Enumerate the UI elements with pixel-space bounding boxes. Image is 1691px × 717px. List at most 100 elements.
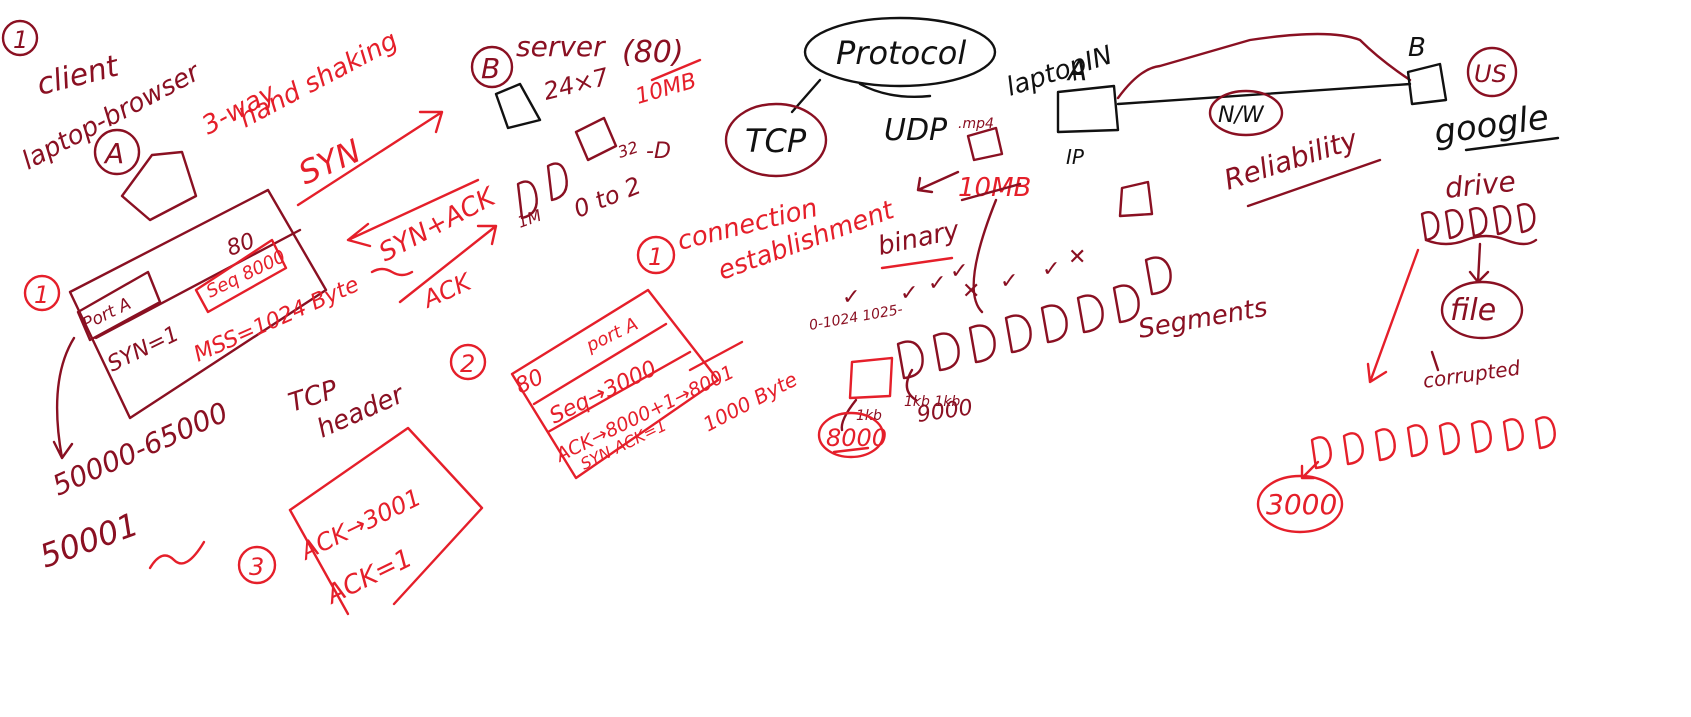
corrupted-label: corrupted: [1421, 356, 1522, 393]
ack-label: ACK: [417, 267, 477, 314]
seq8000-pointer: [840, 398, 858, 432]
binary-underline: [880, 256, 954, 270]
drive-block-5: [1516, 203, 1536, 234]
protocol-to-udp-line: [858, 82, 932, 98]
step2-marker: 2: [460, 350, 475, 378]
packet1-seq-box: [194, 238, 288, 314]
syn-ack-underline: [370, 267, 414, 277]
step1-marker: 1: [13, 26, 28, 54]
packet1-dest: 80: [224, 229, 259, 262]
google-label: google: [1432, 97, 1552, 153]
packet1-divider: [94, 228, 302, 340]
packet3-tail: [288, 508, 350, 616]
port-example: 50001: [35, 505, 144, 576]
mark-2: ✓: [900, 281, 918, 306]
packet1-syn: SYN=1: [104, 321, 184, 377]
range-0-2: 0 to 2: [570, 171, 645, 223]
segment-box-7: [1076, 294, 1104, 334]
server-segment-icon: [574, 116, 618, 162]
drive-block-3: [1468, 207, 1488, 238]
laptop-in-label: laptopIN: [1003, 40, 1116, 102]
packet2-ack-underline: [688, 340, 744, 372]
segment-box-8: [1112, 284, 1140, 324]
protocol-ellipse: [803, 16, 997, 88]
node-a-label: A: [103, 137, 124, 170]
us-circle: [1466, 46, 1518, 98]
packets-flow: [1116, 32, 1412, 100]
packet1-port: Port A: [79, 294, 134, 334]
recv-block-2: [1342, 432, 1364, 466]
laptop-a-box: [1056, 84, 1120, 134]
syn-ack-arrow: [346, 178, 480, 248]
segment-box-5: [1004, 314, 1032, 354]
segment-box-6: [1040, 304, 1068, 344]
mark-8: ✕: [1068, 245, 1086, 270]
seq8000-underline: [832, 446, 870, 454]
laptop-a-icon: [120, 150, 198, 222]
mark-6: ✓: [1000, 269, 1018, 294]
drive-block-4: [1492, 205, 1512, 236]
file-label: file: [1450, 293, 1496, 328]
segment-glyph-1: [516, 180, 538, 220]
segments-label: Segments: [1136, 293, 1270, 345]
drive-block-2: [1444, 209, 1464, 240]
recv-block-1: [1310, 436, 1332, 470]
drive-to-segments-arrow: [1366, 248, 1420, 384]
conn-circle: [636, 235, 676, 275]
exponent-32: 32: [615, 137, 640, 161]
node-b-label: B: [481, 52, 500, 85]
nw-label: N/W: [1218, 103, 1265, 128]
protocol-label: Protocol: [836, 34, 966, 72]
segment-box-3: [932, 332, 960, 372]
step1b-marker: 1: [34, 281, 49, 309]
recv-block-4: [1406, 424, 1428, 458]
reliability-underline: [1246, 158, 1382, 208]
segment-box-2: [896, 340, 924, 380]
step3-circle: [237, 545, 277, 585]
node-a-circle: [93, 128, 141, 176]
server-label: server: [516, 30, 606, 63]
packet2-divider-mid: [546, 350, 692, 434]
seq3000-ellipse: [1256, 474, 1344, 534]
seq9000-pointer: [905, 368, 918, 402]
uptime-label: 24×7: [541, 63, 612, 106]
port-example-squiggle: [148, 540, 206, 570]
net-node-b: B: [1408, 33, 1426, 63]
laptop-b-box: [1406, 62, 1448, 106]
recv-block-3: [1374, 428, 1396, 462]
syn-arrow: [296, 110, 444, 207]
file-ellipse: [1440, 280, 1524, 340]
drive-label: drive: [1443, 165, 1517, 205]
step1b-circle: [23, 274, 61, 312]
tcp-ellipse: [724, 102, 828, 178]
handshaking-label: hand shaking: [234, 26, 403, 135]
size-to-segments-curve: [972, 198, 998, 314]
mark-5: ✕: [962, 279, 980, 304]
google-underline: [1464, 136, 1560, 152]
middle-size-underline: [960, 182, 1022, 202]
drive-to-file-arrow: [1468, 242, 1490, 284]
us-label: US: [1474, 60, 1507, 88]
packet1-port-box: [76, 270, 162, 342]
recv-block-8: [1534, 416, 1556, 450]
ip-label: IP: [1066, 145, 1085, 169]
syn-ack-label: SYN+ACK: [374, 181, 502, 268]
recv-block-5: [1438, 422, 1460, 456]
mark-1: ✓: [842, 285, 860, 310]
packet2-port: port A: [582, 314, 641, 357]
server-size-underline: [650, 58, 702, 82]
packet2-box: [510, 288, 720, 480]
seq8000-ellipse: [817, 411, 885, 459]
recv-block-6: [1470, 420, 1492, 454]
segment-file-icon: [1118, 180, 1154, 218]
mp4-label: .mp4: [958, 116, 994, 132]
tcp-label: TCP: [745, 122, 807, 160]
step3-marker: 3: [249, 553, 264, 581]
udp-label: UDP: [884, 113, 948, 148]
ack-arrow: [398, 224, 498, 304]
recv-block-7: [1502, 418, 1524, 452]
size-to-binary-arrow: [916, 170, 960, 194]
port-range-arrow: [52, 336, 76, 460]
seq8000-label: 8000: [826, 424, 887, 452]
drive-block-1: [1420, 211, 1440, 242]
